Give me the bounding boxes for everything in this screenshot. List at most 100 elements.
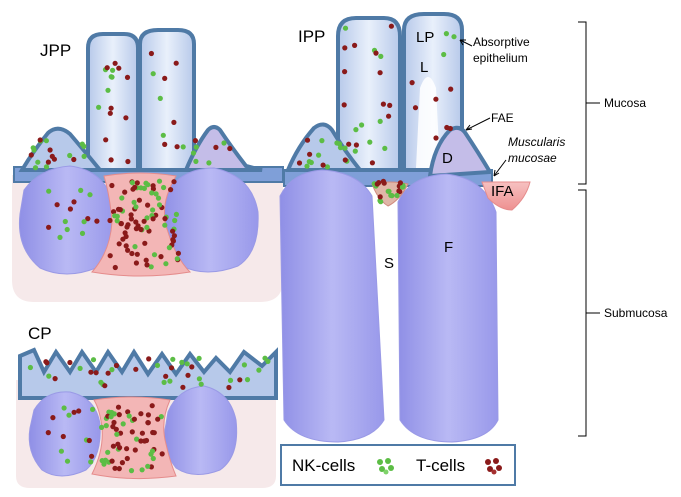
t-cell (237, 377, 243, 383)
nk-cell (173, 211, 179, 217)
t-cell (141, 218, 147, 224)
nk-cell (77, 365, 83, 371)
t-cell (67, 359, 73, 366)
t-cell (132, 447, 138, 453)
nk-cell (149, 190, 155, 196)
nk-cell (382, 145, 388, 151)
t-cell (342, 69, 348, 75)
t-cell (145, 202, 151, 208)
nk-cell (133, 204, 139, 210)
t-cell (103, 137, 109, 143)
t-cell (112, 60, 118, 66)
nk-cell (155, 195, 162, 201)
t-cell (71, 199, 77, 205)
nk-cell (443, 30, 449, 37)
t-cell (226, 384, 232, 391)
nk-cell (256, 367, 262, 373)
nk-cell (79, 141, 85, 147)
t-cell (115, 404, 122, 410)
nk-cell (304, 163, 310, 169)
nk-cell (221, 140, 227, 146)
t-cell (94, 218, 100, 224)
t-cell (213, 144, 219, 150)
label-fae: FAE (491, 111, 514, 125)
t-cell (307, 151, 313, 157)
t-cell (134, 180, 140, 186)
t-cell (171, 119, 177, 125)
t-cell (159, 451, 165, 457)
nk-cell (386, 188, 392, 194)
t-cell (296, 160, 303, 166)
t-cell (125, 222, 131, 228)
nk-cell (144, 215, 150, 221)
t-cell (118, 220, 124, 227)
t-cell (448, 86, 454, 92)
t-cell (86, 437, 92, 444)
nk-cell (378, 199, 384, 205)
t-cell (67, 206, 73, 212)
nk-cell (158, 414, 164, 420)
t-cell (133, 260, 139, 266)
t-cell (369, 160, 375, 166)
cp-follicle-right (163, 385, 238, 475)
t-cell (397, 189, 403, 195)
nk-cell (399, 184, 406, 190)
ipp-panel (279, 12, 531, 443)
t-cell (124, 446, 130, 452)
nk-cell (31, 147, 37, 153)
nk-cell (43, 164, 50, 170)
t-cell (352, 42, 358, 49)
ipp-dome-left (284, 122, 365, 172)
t-cell (50, 415, 56, 421)
t-cell (112, 465, 118, 471)
t-cell (123, 115, 129, 121)
label-submucosa: Submucosa (604, 306, 668, 320)
t-cell (353, 142, 359, 148)
nk-cell (241, 362, 247, 368)
label-muscularis-2: mucosae (508, 151, 557, 165)
t-cell (107, 110, 113, 116)
t-cell (342, 157, 348, 163)
t-cell (107, 217, 113, 224)
t-cell (37, 137, 43, 143)
t-cell (116, 466, 122, 472)
t-cell (128, 212, 134, 218)
t-cell (117, 207, 123, 213)
t-cell (109, 182, 115, 189)
t-cell (162, 141, 168, 147)
nk-cell (157, 95, 163, 101)
t-cell (168, 365, 175, 371)
t-cell (145, 420, 151, 426)
t-cell (174, 144, 180, 150)
nk-cell (120, 421, 126, 427)
t-cell (76, 408, 82, 414)
t-cell (71, 409, 77, 415)
ipp-follicle-left (279, 169, 385, 443)
t-cell (45, 430, 51, 436)
t-cell (144, 262, 150, 268)
t-cell (409, 80, 415, 86)
t-cell (145, 412, 151, 418)
nk-cell (105, 87, 111, 93)
nk-cell (109, 74, 115, 80)
t-cell (134, 251, 140, 257)
t-cell (129, 429, 135, 435)
t-cell (128, 216, 134, 222)
nk-cell (342, 145, 348, 151)
t-cell (170, 238, 176, 244)
label-ifa: IFA (491, 183, 514, 200)
t-cell (388, 23, 394, 29)
t-cell (304, 137, 311, 143)
t-cell (85, 216, 91, 222)
ipp-dome (427, 125, 494, 179)
ipp-villus-left (336, 16, 402, 172)
t-cell (119, 460, 125, 466)
nk-cell (174, 256, 180, 262)
t-cell (377, 70, 383, 76)
nk-cell (148, 264, 154, 270)
t-cell (341, 102, 347, 108)
nk-cell (109, 367, 115, 373)
nk-cell (98, 379, 104, 385)
nk-cell (96, 104, 102, 110)
mucosa-bracket (578, 21, 600, 185)
